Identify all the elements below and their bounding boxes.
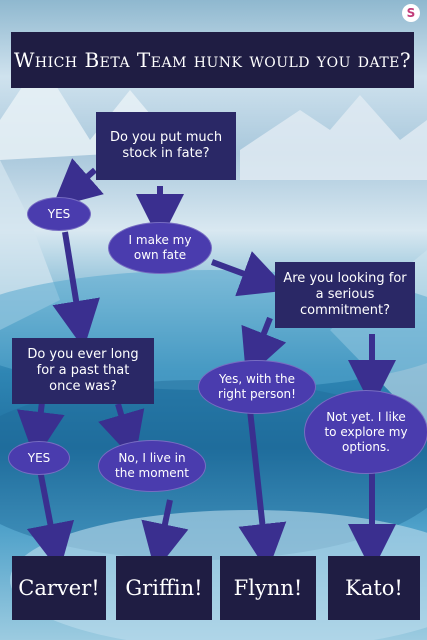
answer-own-fate: I make my own fate [108, 222, 212, 274]
arrow-yes-to-past [52, 231, 100, 349]
arrow-past-to-yes [16, 401, 65, 460]
answer-yes-past: YES [8, 441, 70, 475]
answer-yes-right-person: Yes, with the right person! [198, 360, 316, 414]
answer-live-moment: No, I live in the moment [98, 440, 206, 492]
result-carver: Carver! [12, 556, 106, 620]
question-past: Do you ever long for a past that once wa… [12, 338, 154, 404]
result-griffin: Griffin! [116, 556, 212, 620]
question-serious: Are you looking for a serious commitment… [275, 262, 415, 328]
question-fate: Do you put much stock in fate? [96, 112, 236, 180]
arrow-fate-to-yes [51, 158, 104, 208]
arrow-past-to-moment [98, 403, 145, 462]
page-title: Which Beta Team hunk would you date? [11, 32, 414, 88]
arrow-to-griffin [141, 499, 189, 572]
answer-yes-fate: YES [27, 197, 91, 231]
arrow-to-flynn [238, 409, 287, 572]
s-logo-icon: S [402, 4, 420, 22]
result-kato: Kato! [328, 556, 420, 620]
answer-not-yet: Not yet. I like to explore my options. [304, 390, 427, 474]
arrow-own-to-serious [210, 251, 289, 297]
result-flynn: Flynn! [220, 556, 316, 620]
arrow-to-carver [26, 469, 75, 572]
arrow-serious-to-yes [241, 316, 287, 379]
